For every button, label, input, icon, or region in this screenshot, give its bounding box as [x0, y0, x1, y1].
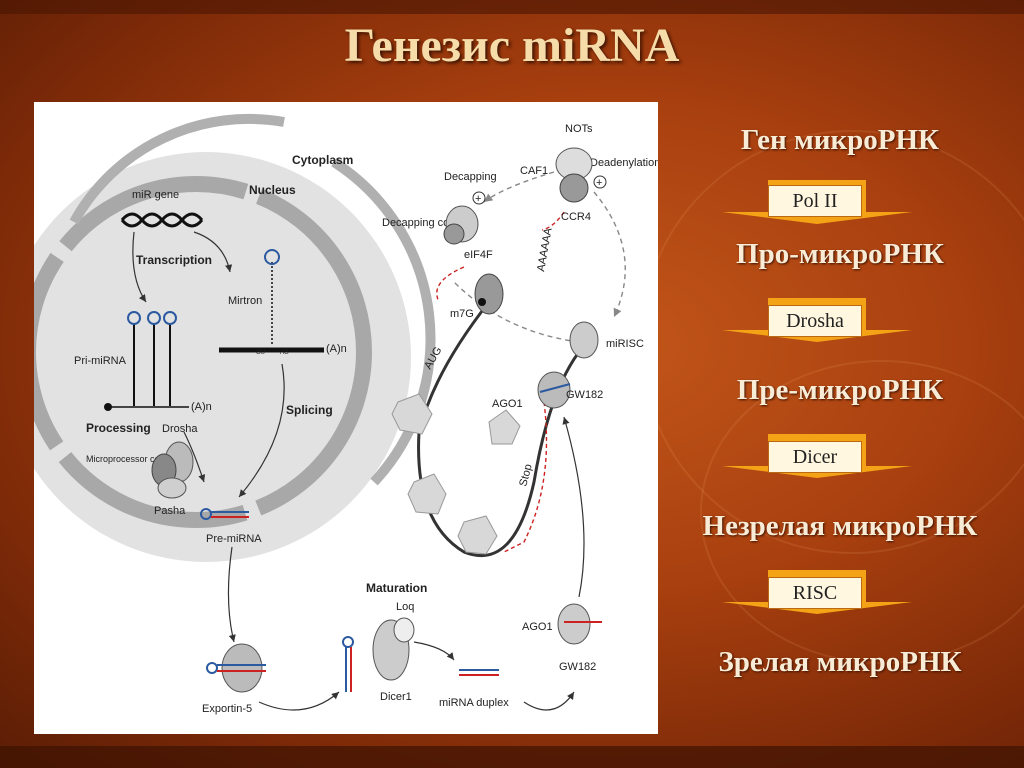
label-mirisc: miRISC [606, 338, 644, 350]
label-gw182-lower: GW182 [559, 661, 596, 673]
label-m7g: m7G [450, 308, 474, 320]
bg-swirl [700, 360, 1024, 664]
label-ago1-upper: AGO1 [492, 398, 523, 410]
label-eif4f: eIF4F [464, 249, 493, 261]
label-gu: GU [256, 350, 265, 356]
cap [104, 403, 112, 411]
inhibition-translation [503, 401, 548, 553]
label-drosha: Drosha [162, 423, 198, 435]
enzyme-risc: RISC [768, 577, 862, 609]
inhibition-decap [436, 266, 465, 303]
arrow-to-ago [523, 691, 575, 711]
label-mir-gene: miR gene [132, 189, 179, 201]
ccr4-not-complex [555, 147, 593, 203]
label-ag: AG [280, 350, 289, 356]
label-nucleus: Nucleus [249, 183, 296, 197]
arrow-processing [183, 431, 206, 483]
er-membrane [331, 157, 436, 486]
figure-svg: Cytoplasm Nucleus miR gene Transcription… [34, 113, 658, 715]
top-band [0, 0, 1024, 14]
stage-mature: Зрелая микроРНК [718, 646, 962, 678]
stage-pro: Про-микроРНК [736, 238, 944, 270]
label-loq: Loq [396, 601, 414, 613]
arrow-to-maturation [258, 691, 340, 711]
mirna-biogenesis-figure: Cytoplasm Nucleus miR gene Transcription… [34, 102, 658, 734]
label-ccr4: CCR4 [561, 211, 591, 223]
arrow-to-mirisc [562, 416, 585, 598]
label-pri-mirna: Pri-miRNA [74, 355, 127, 367]
dicer-complex [372, 617, 415, 681]
pre-mirna-vertical [342, 636, 354, 692]
label-mirtron: Mirtron [228, 295, 262, 307]
label-stop: Stop [517, 463, 534, 488]
label-transcription: Transcription [136, 253, 212, 267]
enzyme-drosha: Drosha [768, 305, 862, 337]
slide-title: Генезис miRNA [344, 19, 680, 72]
pre-mirna [200, 508, 249, 520]
enzyme-dicer: Dicer [768, 441, 862, 473]
label-caf1: CAF1 [520, 165, 548, 177]
plus-icon: + [596, 177, 602, 189]
mirna-duplex [459, 669, 499, 676]
plus-icon: + [475, 193, 481, 205]
label-gw182-upper: GW182 [566, 389, 603, 401]
label-ago1-lower: AGO1 [522, 621, 553, 633]
arrow-to-mirtron [193, 231, 233, 273]
label-dicer1: Dicer1 [380, 691, 412, 703]
label-an-pri: (A)n [191, 401, 212, 413]
label-mirna-duplex: miRNA duplex [439, 697, 509, 709]
inhibition-deadenylation [541, 211, 565, 231]
label-nots: NOTs [565, 123, 593, 135]
ago1-complex-lower [557, 603, 602, 645]
er-membrane [69, 113, 285, 225]
label-cytoplasm: Cytoplasm [292, 153, 353, 167]
label-processing: Processing [86, 421, 151, 435]
label-exportin5: Exportin-5 [202, 703, 252, 715]
label-pasha: Pasha [154, 505, 186, 517]
ribosomes [391, 393, 521, 555]
label-polya: AAAAAA [535, 226, 555, 272]
label-maturation: Maturation [366, 581, 427, 595]
pri-mirna-hairpins [127, 311, 177, 406]
bottom-band [0, 746, 1024, 768]
stage-immature: Незрелая микроРНК [702, 510, 978, 542]
arrow-export [227, 546, 236, 643]
arrow-splicing [238, 363, 285, 498]
gene-helix [120, 212, 204, 228]
label-splicing: Splicing [286, 403, 333, 417]
label-microprocessor: Microprocessor complex [86, 454, 184, 464]
mrna-strand [417, 301, 581, 558]
stage-pre: Пре-микроРНК [736, 374, 944, 406]
label-decapping: Decapping [444, 171, 497, 183]
eif4f-complex [474, 273, 504, 315]
enzyme-pol-ii: Pol II [768, 185, 862, 217]
decapping-plus-icon [472, 191, 486, 205]
mirisc-complex [537, 321, 599, 409]
microprocessor [151, 441, 194, 499]
path-deadenylation [593, 191, 626, 318]
deadenylation-plus-icon [593, 175, 607, 189]
mirtron-loop [264, 249, 280, 265]
arrow-transcription [132, 231, 147, 303]
arrow-to-duplex [413, 641, 455, 661]
nuclear-envelope [34, 176, 372, 528]
label-an-mirtron: (A)n [326, 343, 347, 355]
decapping-complex [443, 205, 479, 245]
label-deadenylation: Deadenylation [590, 157, 658, 169]
exportin5-complex [206, 643, 266, 693]
label-pre-mirna: Pre-miRNA [206, 533, 262, 545]
stage-gene: Ген микроРНК [740, 124, 940, 156]
